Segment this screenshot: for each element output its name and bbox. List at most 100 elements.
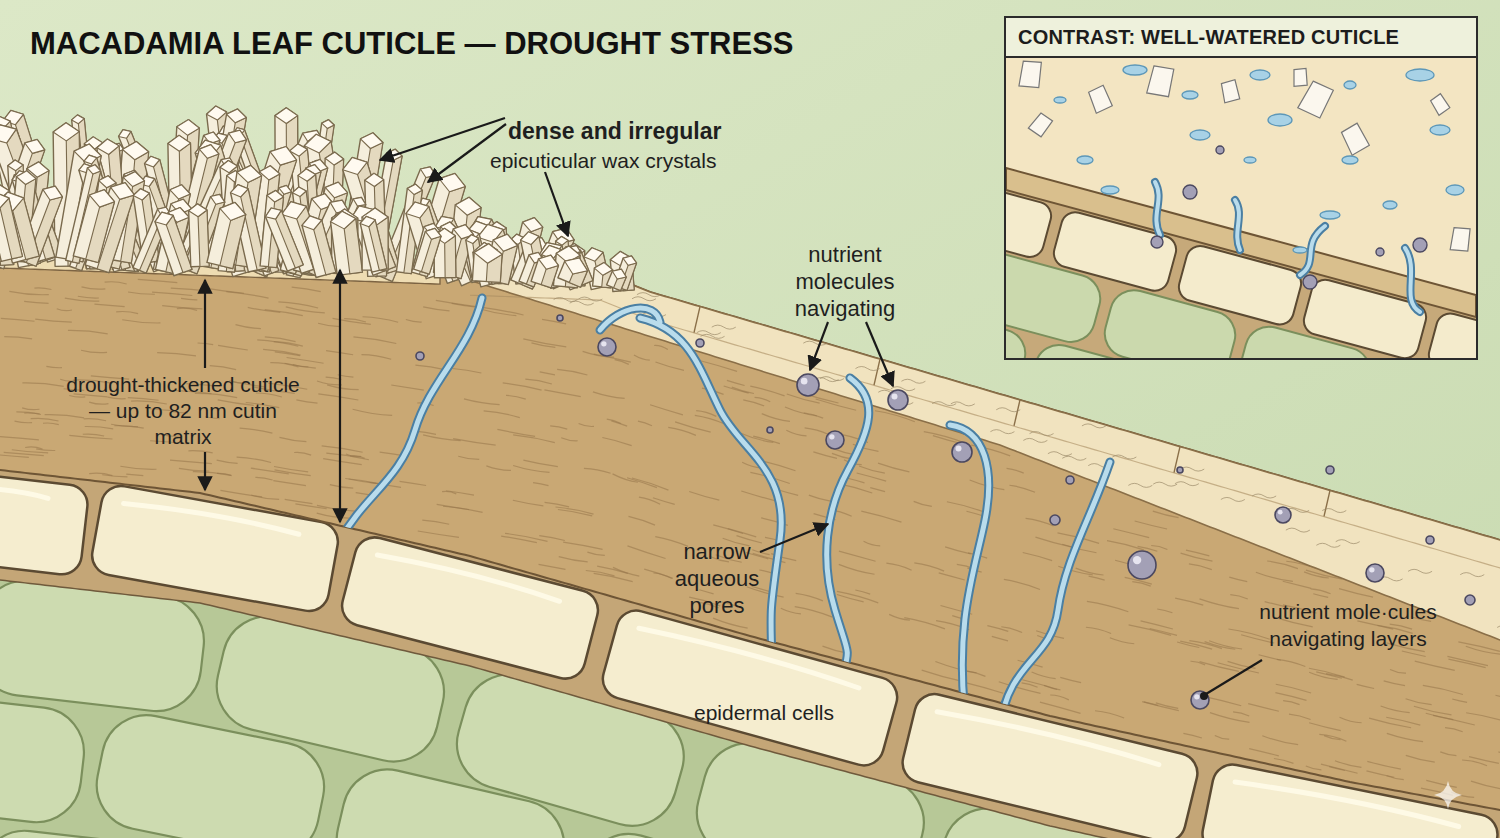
cutin-fiber: [422, 520, 449, 524]
cutin-fiber: [816, 399, 857, 410]
cutin-fiber: [1326, 674, 1353, 681]
cutin-fiber: [785, 407, 817, 416]
cutin-fiber: [204, 288, 244, 293]
cutin-fiber: [727, 380, 745, 385]
cutin-fiber: [1390, 670, 1406, 674]
inset-molecule: [1303, 275, 1317, 289]
cutin-fiber: [263, 349, 300, 355]
cutin-fiber: [1209, 641, 1242, 649]
nutrient-molecule: [797, 374, 819, 396]
cutin-fiber: [947, 502, 985, 513]
crystal-top: [610, 266, 628, 282]
nutrient-molecule: [1050, 515, 1060, 525]
pore-lumen: [827, 378, 869, 680]
aqueous-pores: [340, 298, 1110, 725]
texture-squiggle: [1286, 528, 1310, 532]
inset-panel: CONTRAST: WELL-WATERED CUTICLE: [1004, 16, 1478, 360]
cutin-fiber: [278, 302, 318, 308]
crystal-top: [519, 230, 540, 247]
leaf-tissue: [0, 250, 1500, 838]
nutrient-molecule: [1465, 595, 1475, 605]
cutin-fiber: [152, 292, 192, 295]
wax-crystal: [0, 191, 22, 262]
cutin-fiber: [333, 318, 371, 324]
cutin-fiber: [914, 563, 944, 571]
crystal-top: [561, 253, 590, 278]
cell-body: [1369, 358, 1476, 359]
crystal-body: [263, 205, 303, 271]
cutin-fiber: [1339, 589, 1373, 597]
texture-squiggle: [1408, 569, 1432, 573]
cutin-fiber: [220, 490, 262, 496]
cutin-fiber: [363, 317, 399, 322]
cutin-fiber: [350, 456, 365, 459]
dimension-arrow: [204, 280, 206, 368]
leader-dot: [1200, 692, 1208, 700]
pore-channel: [1000, 462, 1110, 725]
cutin-fiber: [34, 288, 51, 290]
texture-squiggle: [578, 297, 602, 301]
cutin-fiber: [1387, 776, 1404, 780]
texture-squiggle: [1082, 424, 1106, 428]
cutin-fiber: [108, 397, 126, 399]
cutin-fiber: [1095, 711, 1124, 718]
cutin-fiber: [962, 682, 1003, 693]
inset-mesophyll-cell: [1006, 303, 1031, 358]
cutin-fiber: [1274, 758, 1294, 763]
cutin-fiber: [1107, 541, 1144, 550]
cutin-fiber: [22, 408, 39, 410]
cutin-fiber: [1452, 699, 1467, 702]
water-droplet: [1244, 157, 1256, 163]
cutin-fiber: [287, 358, 324, 364]
cutin-fiber: [501, 536, 537, 543]
water-droplet: [1293, 247, 1307, 253]
crystal-top: [292, 186, 307, 197]
crystal-top: [153, 209, 176, 228]
nutrient-molecule: [1066, 476, 1074, 484]
crystal-top: [407, 183, 423, 195]
cutin-fiber: [762, 414, 790, 422]
mesophyll-cell: [566, 823, 814, 838]
crystal-top: [365, 173, 384, 187]
dimension-arrow: [339, 270, 341, 522]
nutrient-molecule: [1128, 551, 1156, 579]
cutin-fiber: [654, 345, 668, 349]
crystal-body: [414, 226, 443, 274]
texture-squiggle: [1128, 483, 1152, 487]
texture-squiggle: [1048, 452, 1072, 456]
cutin-fiber: [1466, 646, 1500, 654]
texture-squiggle: [712, 325, 736, 329]
plate-crack: [694, 307, 700, 333]
cutin-fiber: [4, 337, 32, 339]
inset-pore: [1405, 248, 1420, 312]
cutin-fiber: [1228, 629, 1269, 639]
cutin-fiber: [317, 513, 349, 518]
crystal-top: [474, 243, 503, 264]
texture-squiggle: [1062, 456, 1086, 460]
wax-crystal: [414, 226, 443, 274]
part-label: epidermal cells: [664, 700, 864, 725]
crystal-top: [236, 164, 263, 185]
wax-crystal: [359, 215, 387, 273]
inset-mesophyll-cell: [1006, 248, 1106, 347]
cutin-fiber: [116, 311, 138, 313]
callout-label: narrow aqueous pores: [662, 538, 772, 619]
cutin-fiber: [1086, 627, 1111, 633]
inset-cuticle: [1006, 168, 1476, 317]
crystal-side: [368, 220, 387, 271]
cutin-fiber: [83, 434, 104, 436]
cutin-fiber: [418, 531, 459, 537]
cutin-fiber: [1157, 609, 1172, 613]
crystal-body: [607, 266, 629, 290]
nutrient-molecule: [952, 442, 972, 462]
leader-line: [1206, 660, 1262, 694]
texture-squiggle: [697, 331, 721, 335]
cutin-fiber: [237, 457, 271, 462]
callout-label: nutrient mole·cules navigating layers: [1218, 599, 1478, 653]
cutin-fiber: [935, 661, 976, 672]
cutin-fiber: [1032, 672, 1056, 679]
cutin-fiber: [513, 500, 543, 506]
cutin-fiber: [556, 507, 594, 514]
texture-squiggle: [1252, 494, 1276, 498]
inset-epidermal-cell: [1426, 310, 1476, 358]
